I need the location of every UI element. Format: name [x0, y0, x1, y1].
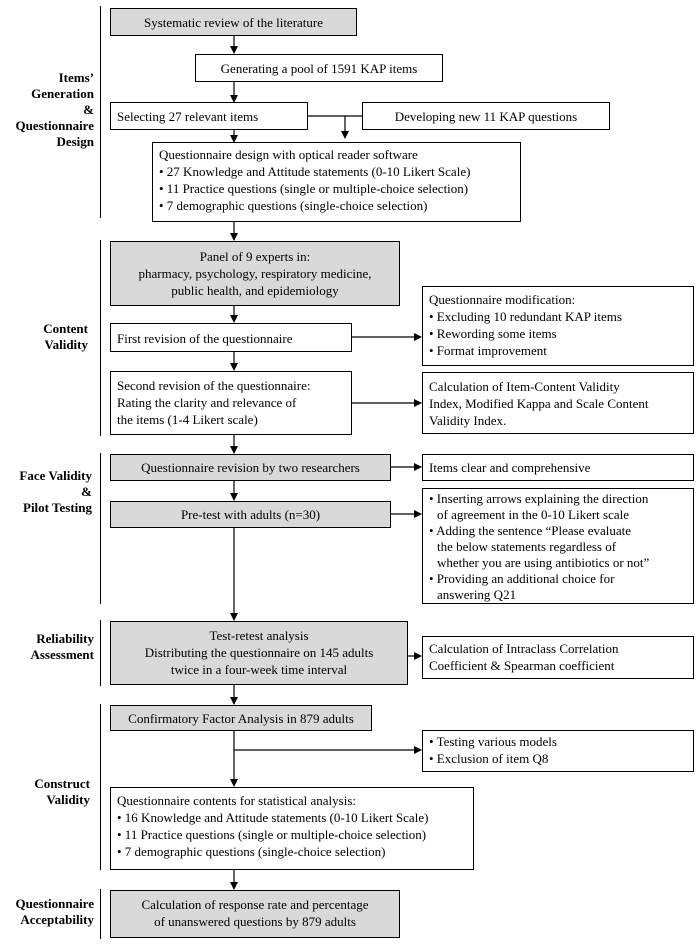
box-systematic-review: Systematic review of the literature	[110, 8, 357, 36]
box-test-retest: Test-retest analysis Distributing the qu…	[110, 621, 408, 685]
box-response-rate: Calculation of response rate and percent…	[110, 890, 400, 938]
box-line: Validity Index.	[429, 413, 507, 428]
section-bracket	[100, 889, 101, 939]
section-bracket	[100, 240, 101, 436]
section-line: Validity	[44, 337, 88, 352]
box-line: Systematic review of the literature	[143, 15, 324, 30]
section-construct-validity: Construct Validity	[6, 776, 90, 808]
box-testing-models: • Testing various models • Exclusion of …	[422, 730, 694, 772]
section-line: Content	[43, 321, 88, 336]
box-line: Calculation of Item-Content Validity	[429, 379, 620, 394]
box-line: • 7 demographic questions (single-choice…	[159, 198, 428, 213]
box-line: Coefficient & Spearman coefficient	[429, 658, 615, 673]
section-line: Items’	[58, 70, 94, 85]
box-pretest: Pre-test with adults (n=30)	[110, 501, 391, 528]
box-line: • 11 Practice questions (single or multi…	[159, 181, 469, 196]
box-calc-icc: Calculation of Intraclass Correlation Co…	[422, 636, 694, 679]
box-line: • Exclusion of item Q8	[429, 751, 549, 766]
box-line: Questionnaire revision by two researcher…	[141, 460, 360, 475]
section-line: Construct	[34, 776, 90, 791]
section-line: Face Validity	[19, 468, 92, 483]
section-content-validity: Content Validity	[6, 321, 88, 353]
box-line: the items (1-4 Likert scale)	[117, 412, 258, 427]
box-line: • Adding the sentence “Please evaluate	[429, 523, 632, 538]
box-questionnaire-modification: Questionnaire modification: • Excluding …	[422, 286, 694, 366]
box-line: of unanswered questions by 879 adults	[154, 914, 356, 929]
box-line: answering Q21	[437, 587, 517, 602]
section-bracket	[100, 453, 101, 604]
section-bracket	[100, 620, 101, 686]
box-revision-researchers: Questionnaire revision by two researcher…	[110, 454, 391, 481]
box-first-revision: First revision of the questionnaire	[110, 323, 352, 352]
box-line: Rating the clarity and relevance of	[117, 395, 297, 410]
box-line: First revision of the questionnaire	[117, 331, 293, 346]
box-line: Questionnaire design with optical reader…	[159, 147, 418, 162]
box-selecting-items: Selecting 27 relevant items	[110, 102, 308, 130]
box-pretest-changes: • Inserting arrows explaining the direct…	[422, 488, 694, 604]
box-line: Calculation of response rate and percent…	[141, 897, 369, 912]
section-line: &	[83, 102, 94, 117]
box-line: Generating a pool of 1591 KAP items	[220, 61, 418, 76]
box-line: Index, Modified Kappa and Scale Content	[429, 396, 649, 411]
box-line: Confirmatory Factor Analysis in 879 adul…	[128, 711, 354, 726]
section-line: Pilot Testing	[23, 500, 92, 515]
section-line: Acceptability	[20, 912, 94, 927]
section-line: Questionnaire	[15, 896, 95, 911]
section-face-validity: Face Validity & Pilot Testing	[0, 468, 92, 516]
box-line: Selecting 27 relevant items	[117, 109, 259, 124]
box-questionnaire-design: Questionnaire design with optical reader…	[152, 142, 521, 222]
box-line: • Format improvement	[429, 343, 547, 358]
section-bracket	[100, 704, 101, 870]
box-developing-new: Developing new 11 KAP questions	[362, 102, 610, 130]
box-line: Test-retest analysis	[209, 628, 309, 643]
box-line: • 27 Knowledge and Attitude statements (…	[159, 164, 471, 179]
box-line: of agreement in the 0-10 Likert scale	[437, 507, 630, 522]
box-line: • 7 demographic questions (single-choice…	[117, 844, 386, 859]
box-line: Developing new 11 KAP questions	[394, 109, 578, 124]
box-line: whether you are using antibiotics or not…	[437, 555, 650, 570]
box-line: Items clear and comprehensive	[429, 460, 591, 475]
box-second-revision: Second revision of the questionnaire: Ra…	[110, 371, 352, 435]
section-bracket	[100, 6, 101, 218]
box-line: Panel of 9 experts in:	[199, 249, 311, 264]
box-line: Questionnaire modification:	[429, 292, 576, 307]
box-line: • Rewording some items	[429, 326, 557, 341]
section-line: Questionnaire	[15, 118, 95, 133]
box-line: pharmacy, psychology, respiratory medici…	[138, 266, 372, 281]
box-line: Pre-test with adults (n=30)	[180, 507, 321, 522]
section-line: Reliability	[36, 631, 94, 646]
section-line: Assessment	[30, 647, 94, 662]
box-line: • Inserting arrows explaining the direct…	[429, 491, 649, 506]
box-line: • 11 Practice questions (single or multi…	[117, 827, 427, 842]
section-line: Validity	[46, 792, 90, 807]
box-line: Distributing the questionnaire on 145 ad…	[144, 645, 374, 660]
box-final-contents: Questionnaire contents for statistical a…	[110, 787, 474, 870]
box-line: • Providing an additional choice for	[429, 571, 615, 586]
section-acceptability: Questionnaire Acceptability	[0, 896, 95, 928]
box-line: • Excluding 10 redundant KAP items	[429, 309, 622, 324]
box-calc-cvi: Calculation of Item-Content Validity Ind…	[422, 372, 694, 434]
box-line: the below statements regardless of	[437, 539, 617, 554]
section-reliability: Reliability Assessment	[4, 631, 94, 663]
box-line: Second revision of the questionnaire:	[117, 378, 311, 393]
box-line: • 16 Knowledge and Attitude statements (…	[117, 810, 429, 825]
box-items-clear: Items clear and comprehensive	[422, 454, 694, 481]
box-line: Questionnaire contents for statistical a…	[117, 793, 356, 808]
box-line: Calculation of Intraclass Correlation	[429, 641, 619, 656]
section-line: &	[81, 484, 92, 499]
box-generating-pool: Generating a pool of 1591 KAP items	[195, 54, 443, 82]
box-panel-experts: Panel of 9 experts in: pharmacy, psychol…	[110, 241, 400, 306]
section-line: Design	[56, 134, 94, 149]
box-line: public health, and epidemiology	[171, 283, 339, 298]
box-line: • Testing various models	[429, 734, 557, 749]
section-line: Generation	[31, 86, 94, 101]
section-items-generation: Items’ Generation & Questionnaire Design	[6, 70, 95, 150]
box-line: twice in a four-week time interval	[170, 662, 348, 677]
box-cfa: Confirmatory Factor Analysis in 879 adul…	[110, 705, 372, 731]
